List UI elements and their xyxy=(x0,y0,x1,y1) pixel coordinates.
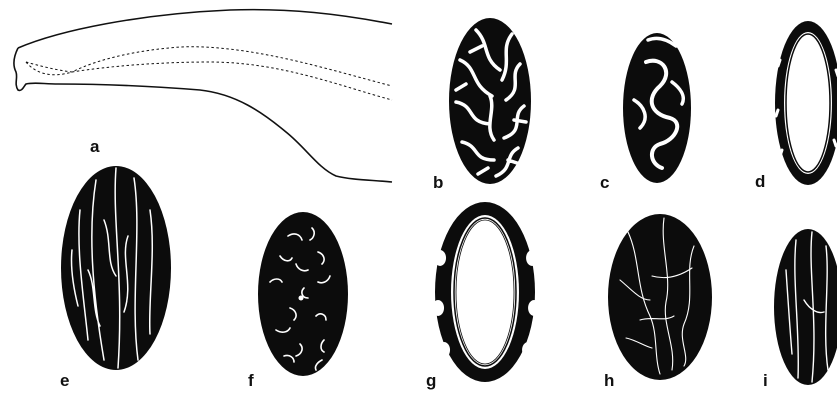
panel-label-g: g xyxy=(426,371,436,390)
panel-label-c: c xyxy=(600,173,609,192)
panel-label-e: e xyxy=(60,371,69,390)
panel-label-f: f xyxy=(248,371,254,390)
panel-h-seed-network xyxy=(608,214,712,380)
panel-c-seed-sinuous xyxy=(623,33,691,183)
panel-i-seed-veined xyxy=(774,229,837,385)
panel-f-seed-scattered xyxy=(258,212,348,376)
panel-e-seed-veined xyxy=(61,166,171,370)
panel-label-i: i xyxy=(763,371,768,390)
panel-d-seed-ringed xyxy=(775,21,837,185)
panel-a-seed-outline xyxy=(14,10,392,182)
panel-label-d: d xyxy=(755,172,765,191)
panel-label-a: a xyxy=(90,137,100,156)
panel-g-seed-beaded-rim xyxy=(432,202,540,382)
panel-label-b: b xyxy=(433,173,443,192)
panel-label-h: h xyxy=(604,371,614,390)
panel-b-seed-wrinkled xyxy=(449,18,531,184)
